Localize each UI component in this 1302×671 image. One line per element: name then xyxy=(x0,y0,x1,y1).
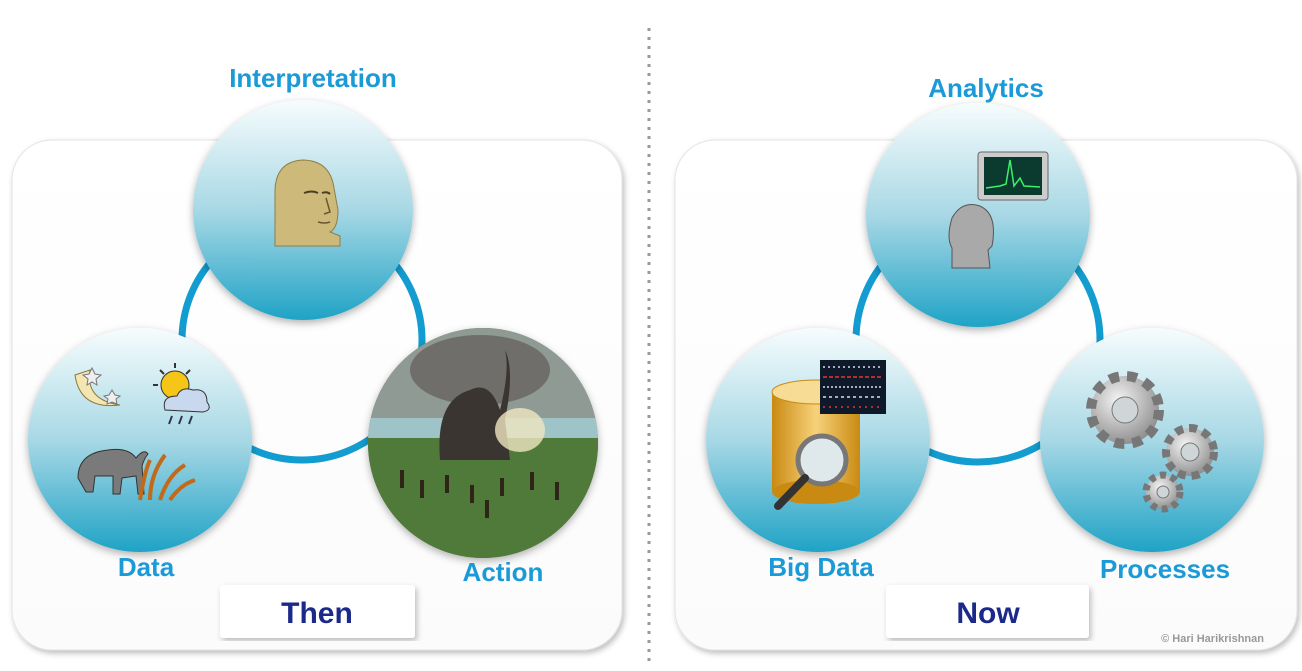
label-action: Action xyxy=(463,557,544,587)
analyst-head-monitor-icon xyxy=(948,151,1049,269)
label-big-data: Big Data xyxy=(768,552,874,582)
node-data xyxy=(28,328,252,552)
then-panel: Interpretation Data Action Then xyxy=(11,63,623,651)
now-panel: Analytics Big Data Processes Now © Hari … xyxy=(674,73,1298,651)
label-interpretation: Interpretation xyxy=(229,63,397,93)
database-magnifier-icon xyxy=(771,360,886,510)
label-data: Data xyxy=(118,552,175,582)
node-big-data xyxy=(706,328,930,552)
gears-icon xyxy=(1086,371,1218,513)
mammoth-hunt-icon xyxy=(368,328,598,558)
node-processes xyxy=(1040,328,1264,552)
copyright-text: © Hari Harikrishnan xyxy=(1161,633,1264,645)
caveman-head-icon xyxy=(274,159,341,247)
label-analytics: Analytics xyxy=(928,73,1044,103)
label-processes: Processes xyxy=(1100,554,1230,584)
node-analytics xyxy=(866,103,1090,327)
node-interpretation xyxy=(193,100,413,320)
nature-signs-icon xyxy=(74,363,210,502)
then-tab: Then xyxy=(220,585,415,638)
now-tab: Now xyxy=(886,585,1089,638)
then-tab-label: Then xyxy=(281,597,353,630)
node-action xyxy=(368,328,598,558)
now-tab-label: Now xyxy=(956,597,1020,630)
